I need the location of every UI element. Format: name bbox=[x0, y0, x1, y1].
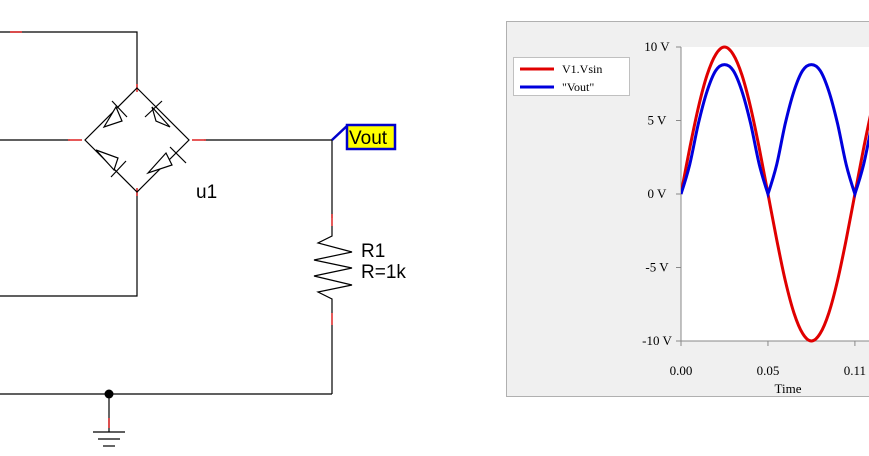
bridge-rectifier[interactable] bbox=[84, 87, 190, 193]
x-axis-label: Time bbox=[775, 381, 802, 396]
probe-label: Vout bbox=[349, 128, 388, 149]
junction-dot bbox=[104, 389, 114, 399]
vout-probe[interactable]: Vout bbox=[331, 123, 397, 151]
legend-box bbox=[513, 57, 630, 96]
plot-area[interactable] bbox=[681, 47, 869, 341]
x-tick-label: 0.05 bbox=[757, 363, 780, 378]
plot-panel[interactable]: 10 V 5 V 0 V -5 V -10 V 0.00 0.05 0.11 Time V1.… bbox=[506, 21, 869, 397]
tick-labels: 10 V 5 V 0 V -5 V -10 V 0.00 0.05 0.11 bbox=[642, 39, 866, 378]
legend-label-vout: "Vout" bbox=[562, 80, 594, 94]
resistor-name: R1 bbox=[361, 241, 385, 262]
wire-top[interactable] bbox=[0, 31, 138, 88]
schematic: u1 R1 R=1k Vout bbox=[0, 31, 406, 447]
y-tick-label: -10 V bbox=[642, 333, 672, 348]
series-line-1[interactable] bbox=[681, 63, 869, 199]
bridge-outline bbox=[84, 87, 190, 193]
diode-icon bbox=[144, 100, 171, 128]
diode-icon bbox=[146, 146, 187, 175]
probe-box bbox=[345, 123, 397, 151]
x-tick-label: 0.11 bbox=[844, 363, 866, 378]
series-layer bbox=[681, 45, 869, 343]
resistor-value: R=1k bbox=[361, 262, 406, 283]
bridge-label: u1 bbox=[196, 182, 217, 203]
y-tick-label: -5 V bbox=[645, 260, 669, 275]
probe-lead bbox=[331, 124, 349, 141]
wires bbox=[0, 31, 333, 432]
x-tick-label: 0.00 bbox=[670, 363, 693, 378]
y-tick-label: 10 V bbox=[644, 39, 670, 54]
pin-marks bbox=[10, 31, 333, 428]
y-tick-label: 0 V bbox=[648, 186, 668, 201]
legend-label-vsin: V1.Vsin bbox=[562, 62, 602, 76]
resistor-icon[interactable] bbox=[313, 226, 353, 313]
wire-bottom-bridge[interactable] bbox=[0, 192, 138, 297]
legend[interactable]: V1.Vsin "Vout" bbox=[513, 57, 630, 96]
diode-icon bbox=[95, 149, 127, 178]
diode-icon bbox=[102, 100, 128, 129]
y-tick-label: 5 V bbox=[648, 113, 668, 128]
ground-icon[interactable] bbox=[93, 431, 125, 447]
series-line-0[interactable] bbox=[681, 45, 869, 343]
